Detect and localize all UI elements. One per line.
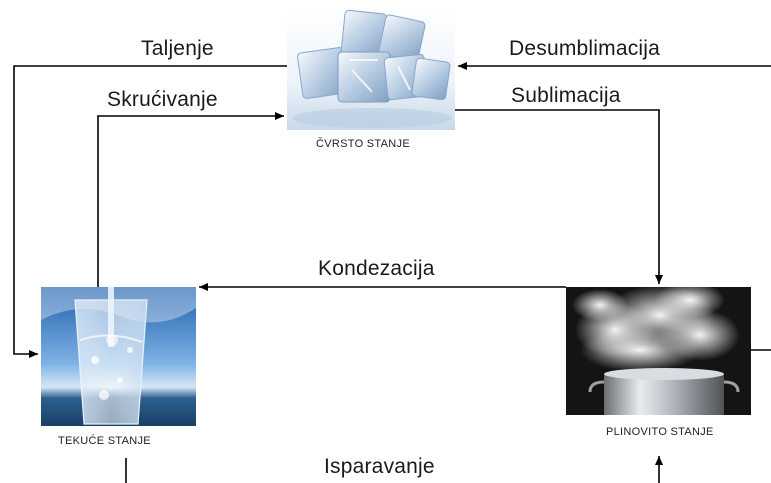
melting-arrow — [13, 65, 287, 358]
evaporation-label: Isparavanje — [324, 455, 435, 478]
sublimation-label: Sublimacija — [511, 84, 621, 107]
deposition-label: Desumblimacija — [509, 37, 661, 60]
gas-state-caption: PLINOVITO STANJE — [606, 426, 714, 438]
condensation-label: Kondezacija — [318, 257, 435, 280]
solidifying-label: Skrućivanje — [107, 88, 218, 111]
sublimation-arrow — [455, 109, 663, 284]
ice-cubes-image — [287, 6, 455, 130]
melting-label: Taljenje — [141, 37, 214, 60]
glass-of-water-image — [41, 287, 196, 426]
solidifying-arrow — [97, 112, 284, 287]
steaming-pot-image — [566, 282, 751, 415]
solid-state-caption: ČVRSTO STANJE — [316, 138, 410, 150]
liquid-state-caption: TEKUĆE STANJE — [58, 435, 151, 447]
